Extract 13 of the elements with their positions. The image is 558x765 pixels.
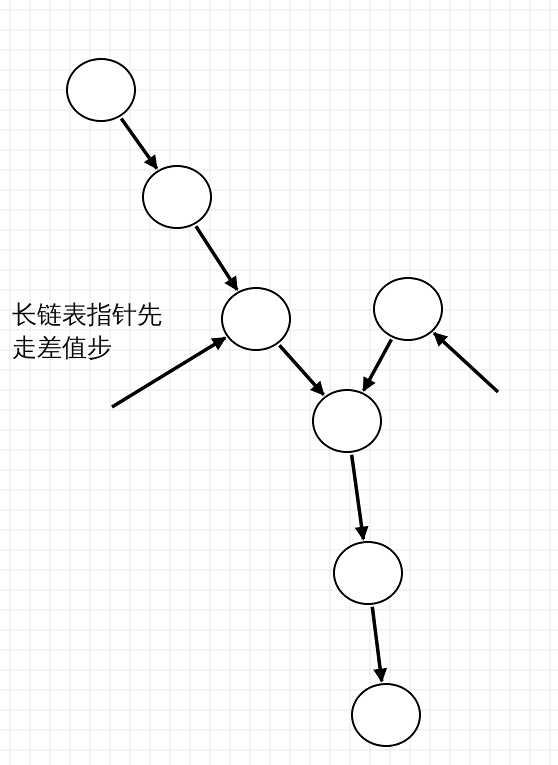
arrow bbox=[194, 225, 239, 291]
circle-node bbox=[373, 277, 443, 341]
arrow bbox=[362, 338, 393, 392]
circle-node bbox=[312, 389, 382, 453]
arrow bbox=[278, 344, 325, 396]
arrow bbox=[432, 332, 500, 394]
arrow bbox=[370, 606, 388, 683]
arrow bbox=[111, 336, 226, 408]
arrow bbox=[120, 117, 158, 170]
circle-node bbox=[221, 287, 291, 351]
circle-node bbox=[142, 165, 212, 229]
arrow bbox=[350, 454, 369, 541]
note-text: 长链表指针先走差值步 bbox=[12, 299, 163, 364]
